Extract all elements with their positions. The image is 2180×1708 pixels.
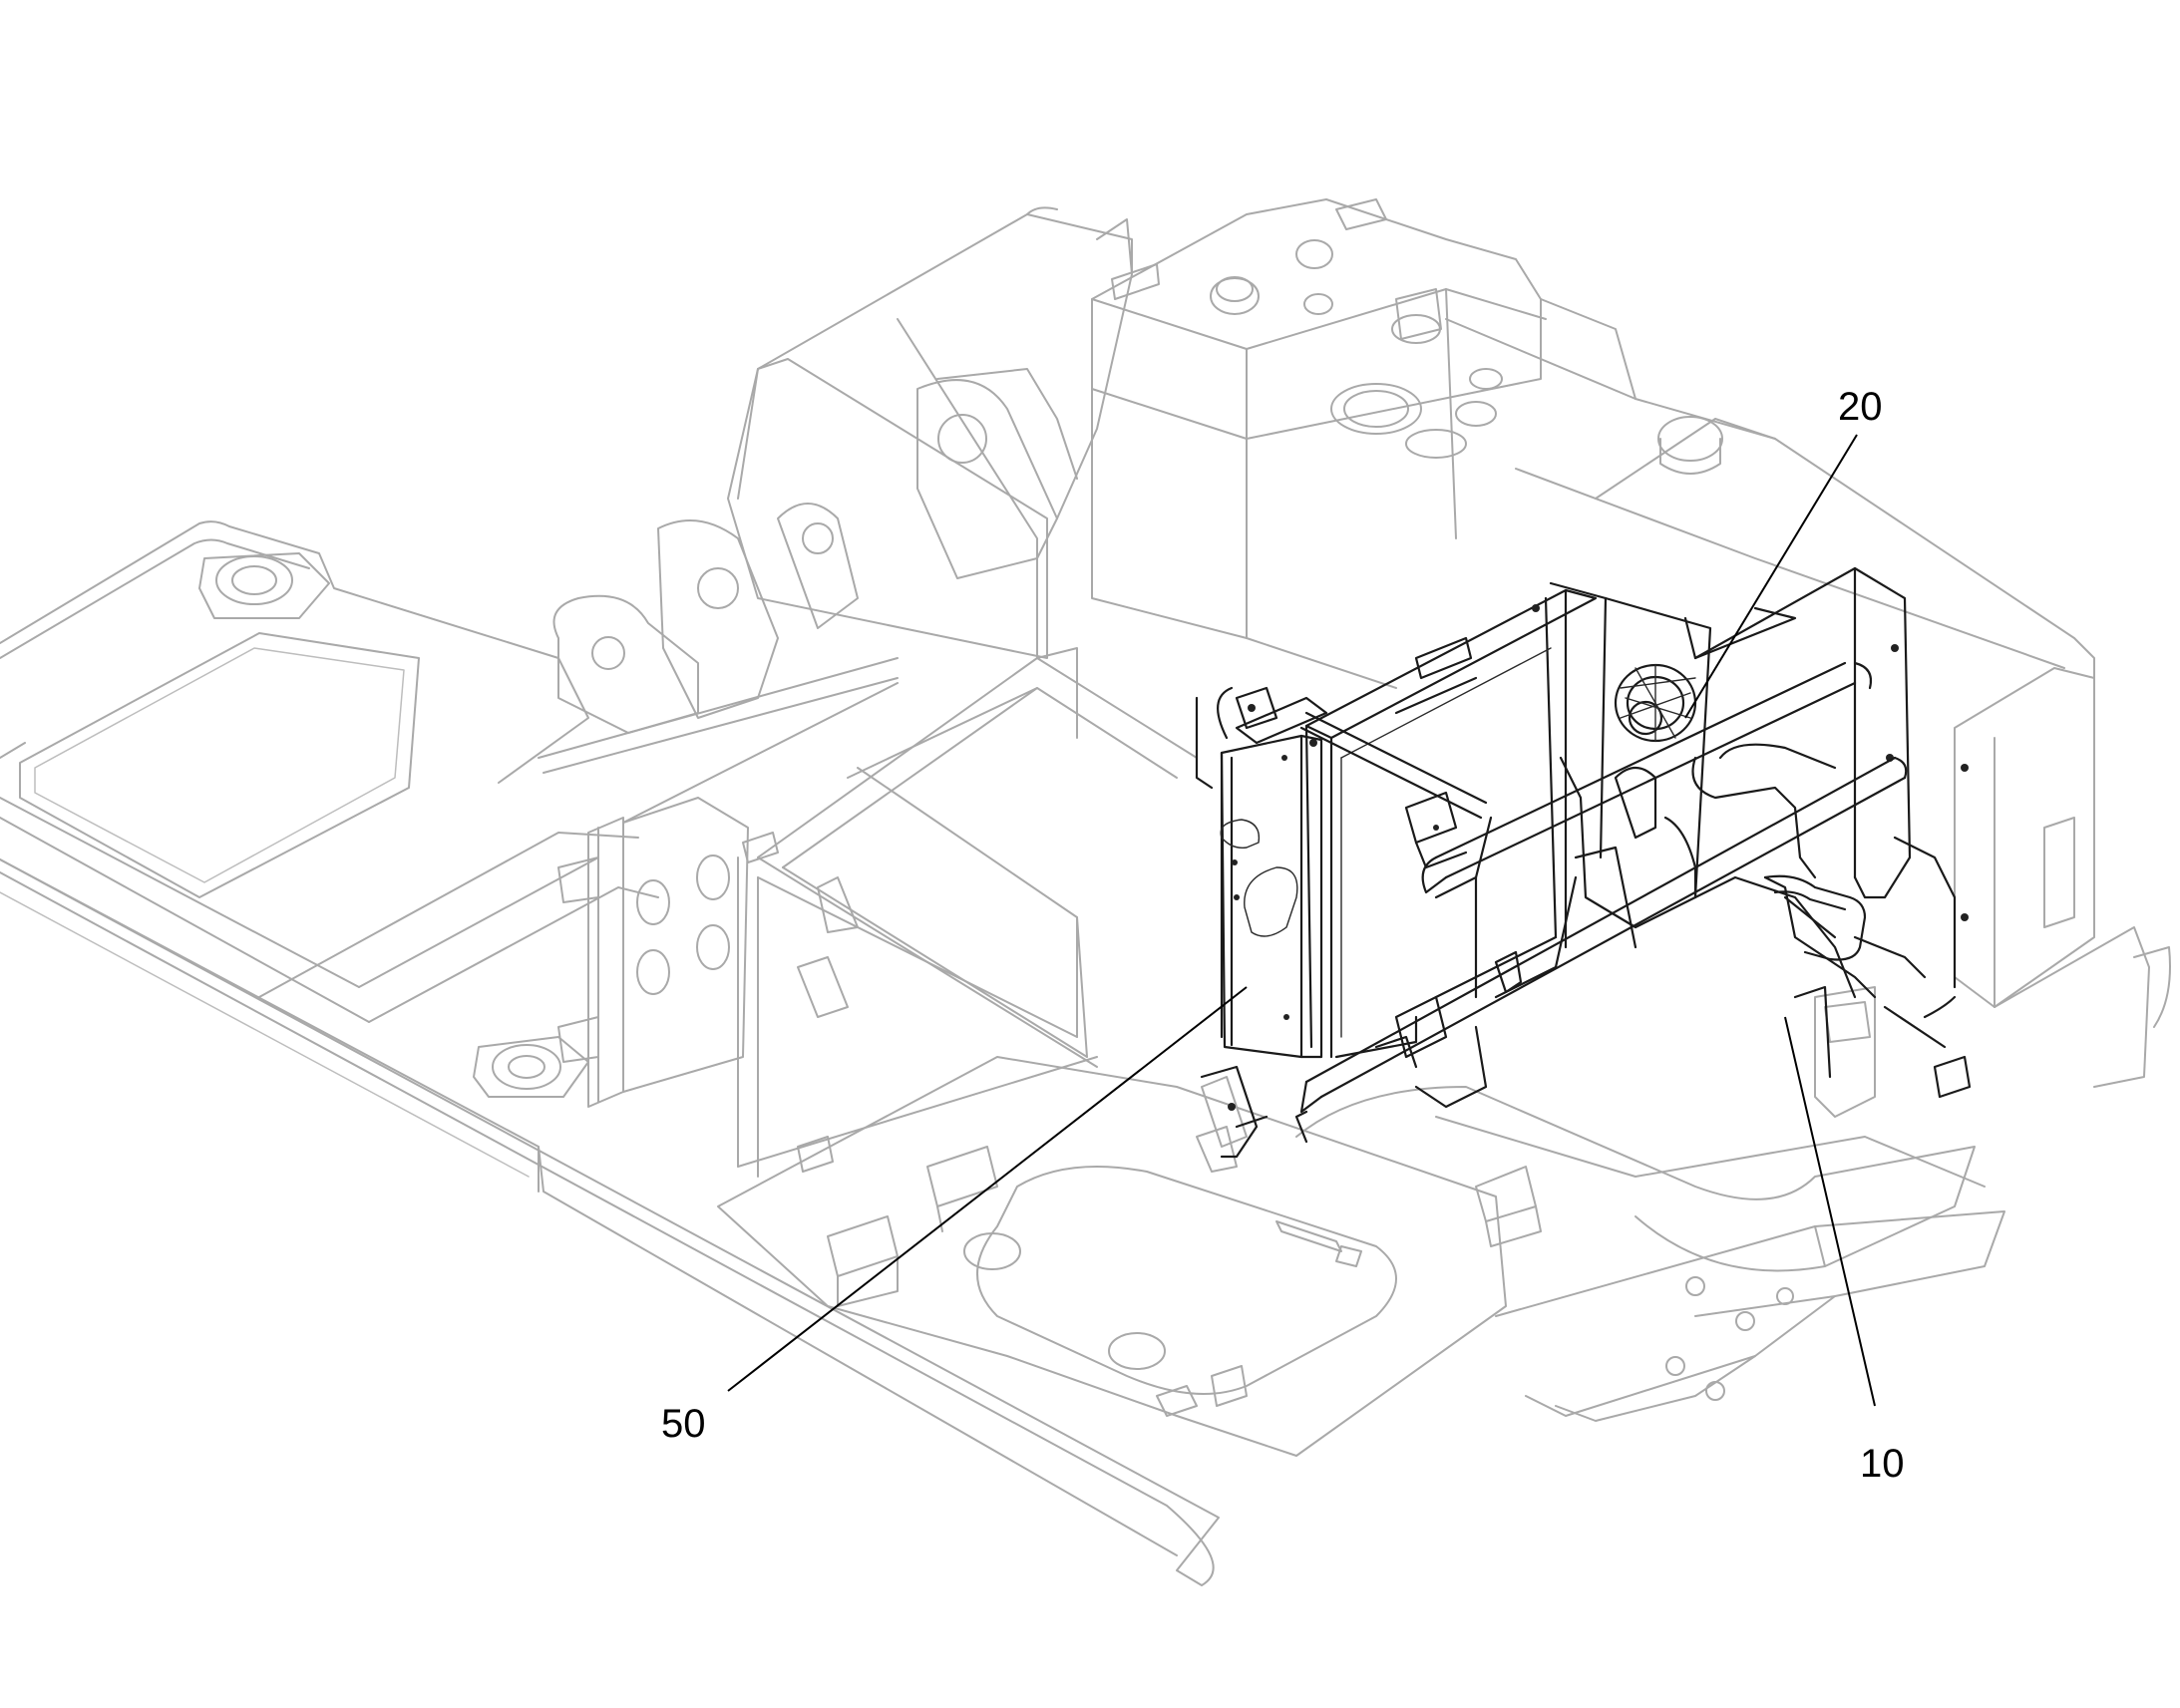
callout-20: 20 [1838,385,1883,429]
callout-50: 50 [661,1402,706,1446]
leader-line-10 [1784,1016,1876,1407]
radiator-assembly [1220,566,1969,1109]
leader-line-50 [727,986,1248,1392]
callout-10: 10 [1860,1442,1905,1486]
leader-line-20 [1684,434,1858,719]
machine-frame-ghost [0,198,2171,1586]
tube-frame [1195,661,1972,1159]
leader-lines [727,434,1876,1407]
